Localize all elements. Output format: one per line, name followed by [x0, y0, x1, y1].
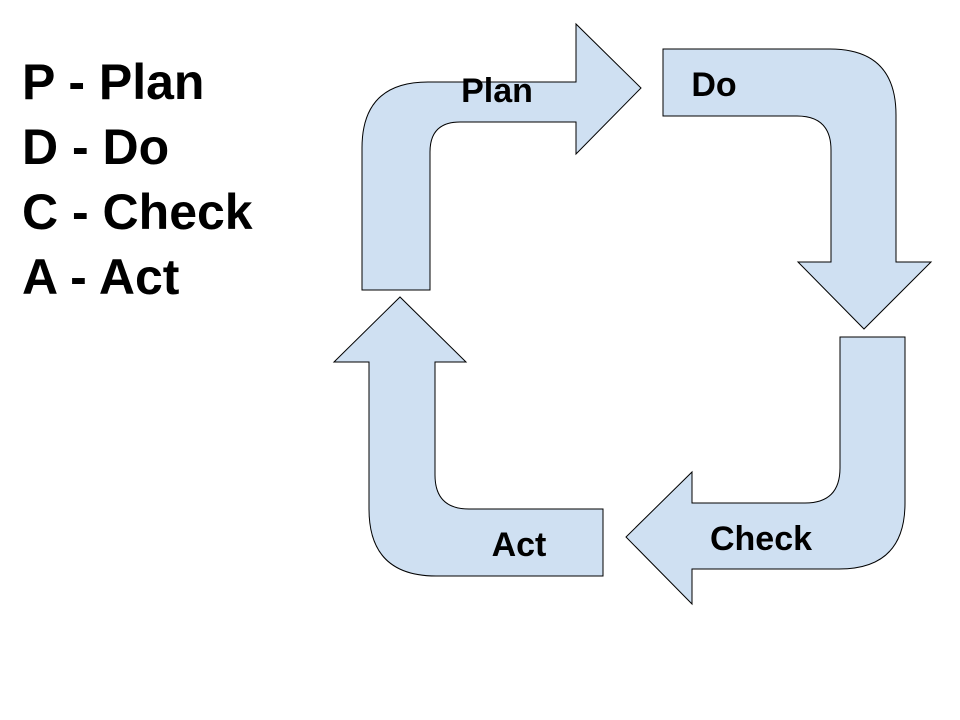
- act-label: Act: [492, 526, 547, 564]
- legend-item-act: A - Act: [22, 249, 180, 305]
- act-arrow: [332, 296, 604, 577]
- plan-label: Plan: [461, 72, 533, 110]
- pdca-legend: P - Plan D - Do C - Check A - Act: [22, 50, 253, 310]
- legend-item-plan: P - Plan: [22, 54, 205, 110]
- legend-item-check: C - Check: [22, 184, 253, 240]
- do-arrow: [662, 48, 933, 330]
- do-label: Do: [691, 66, 736, 104]
- plan-arrow: [361, 22, 642, 291]
- legend-item-do: D - Do: [22, 119, 170, 175]
- check-label: Check: [710, 520, 812, 558]
- check-arrow: [625, 336, 906, 606]
